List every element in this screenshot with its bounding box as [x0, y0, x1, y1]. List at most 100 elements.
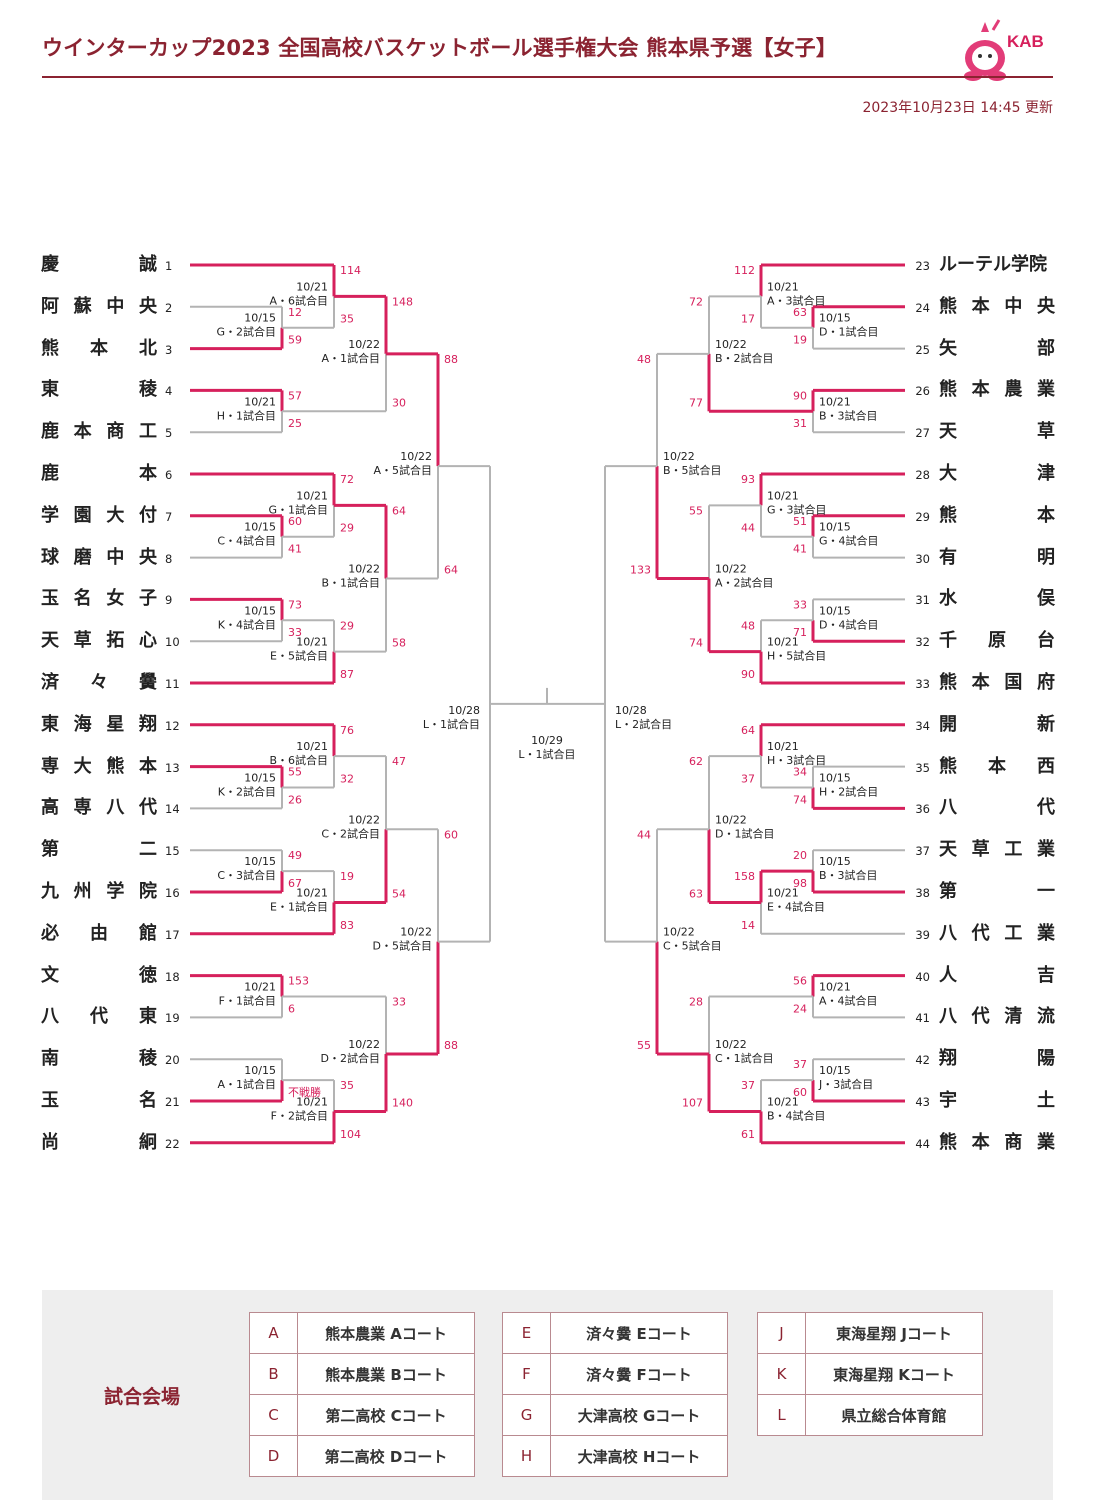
team-name: 熊本国府 — [939, 672, 1055, 693]
team-seed: 4 — [165, 384, 173, 399]
match-date: 10/28 — [448, 704, 480, 717]
score-label: 33 — [392, 996, 406, 1009]
team-seed: 25 — [915, 342, 930, 357]
page-title: ウインターカップ2023 全国高校バスケットボール選手権大会 熊本県予選【女子】 — [42, 36, 838, 60]
team-name: 宇土 — [939, 1090, 1055, 1111]
score-label: 83 — [340, 919, 354, 932]
score-label: 34 — [793, 766, 807, 779]
score-label: 19 — [340, 870, 354, 883]
venue-name: 済々黌 Fコート — [550, 1353, 728, 1395]
match-date: 10/21 — [244, 981, 276, 994]
team-seed: 32 — [915, 635, 930, 650]
venue-label: 試合会場 — [104, 1386, 181, 1408]
team-name: 必由館 — [41, 922, 157, 944]
match-date: 10/28 — [615, 704, 647, 717]
match-date: 10/22 — [715, 813, 747, 826]
team-seed: 23 — [915, 259, 930, 273]
match-game: C・5試合目 — [663, 939, 722, 953]
score-label: 24 — [793, 1002, 807, 1015]
score-label: 98 — [793, 877, 807, 890]
score-label: 90 — [741, 668, 755, 681]
match-game: H・3試合目 — [767, 753, 826, 767]
venue-name: 大津高校 Hコート — [550, 1435, 728, 1477]
match-game: B・1試合目 — [321, 576, 380, 590]
match-game: H・1試合目 — [217, 408, 276, 422]
match-game: A・5試合目 — [373, 463, 432, 477]
score-label: 57 — [288, 389, 302, 402]
match-game: G・4試合目 — [819, 534, 879, 548]
match-date: 10/15 — [819, 772, 851, 785]
match-date: 10/15 — [819, 312, 851, 325]
team-name: 開新 — [939, 713, 1055, 735]
score-label: 48 — [741, 619, 755, 632]
score-label: 72 — [340, 473, 354, 486]
match-date: 10/21 — [767, 280, 799, 293]
score-label: 90 — [793, 389, 807, 402]
match-date: 10/21 — [296, 740, 328, 753]
score-label: 47 — [392, 755, 406, 768]
team-name: 高専八代 — [41, 797, 157, 819]
team-seed: 6 — [165, 468, 173, 482]
team-seed: 19 — [165, 1011, 180, 1026]
score-label: 不戦勝 — [288, 1085, 321, 1099]
match-game: K・4試合目 — [218, 617, 276, 631]
score-label: 44 — [637, 828, 651, 841]
match-date: 10/21 — [767, 489, 799, 502]
score-label: 17 — [741, 313, 755, 326]
score-label: 33 — [793, 598, 807, 611]
team-name: 天草拓心 — [41, 630, 157, 652]
team-name: 阿蘇中央 — [41, 295, 157, 317]
match-date: 10/22 — [715, 563, 747, 576]
match-date: 10/22 — [348, 338, 380, 351]
score-label: 56 — [793, 975, 807, 988]
team-name: 八代 — [939, 797, 1055, 819]
score-label: 133 — [630, 564, 651, 577]
team-seed: 38 — [915, 886, 930, 900]
match-date: 10/22 — [663, 926, 695, 939]
match-game: L・1試合目 — [423, 717, 480, 731]
match-date: 10/15 — [244, 772, 276, 785]
team-seed: 34 — [915, 718, 930, 733]
score-label: 74 — [689, 637, 703, 650]
score-label: 25 — [288, 417, 302, 430]
venue-name: 県立総合体育館 — [805, 1394, 983, 1436]
match-date: 10/21 — [244, 395, 276, 408]
team-name: 第一 — [939, 881, 1055, 902]
match-game: B・4試合目 — [767, 1108, 826, 1122]
match-game: D・1試合目 — [819, 325, 878, 339]
match-date: 10/21 — [767, 636, 799, 649]
score-label: 62 — [689, 755, 703, 768]
venue-code: H — [502, 1435, 551, 1477]
score-label: 87 — [340, 668, 354, 681]
match-date: 10/22 — [715, 1038, 747, 1051]
team-seed: 5 — [165, 426, 173, 441]
team-seed: 43 — [915, 1095, 930, 1109]
team-name: 人吉 — [939, 964, 1055, 986]
match-game: C・4試合目 — [217, 534, 276, 548]
team-name: 有明 — [939, 546, 1055, 568]
score-label: 31 — [793, 417, 807, 430]
score-label: 60 — [444, 828, 458, 841]
team-seed: 13 — [165, 760, 180, 775]
score-label: 33 — [288, 626, 302, 639]
score-label: 112 — [734, 264, 755, 277]
match-game: A・6試合目 — [269, 293, 328, 307]
team-name: 熊本農業 — [939, 379, 1055, 401]
match-date: 10/21 — [296, 1095, 328, 1108]
score-label: 61 — [741, 1128, 755, 1141]
team-seed: 39 — [915, 927, 930, 942]
score-label: 107 — [682, 1096, 703, 1109]
tournament-bracket: 125910/15G・2試合目1143510/21A・6試合目572510/21… — [190, 263, 905, 1145]
venue-code: D — [249, 1435, 298, 1477]
team-seed: 24 — [915, 300, 930, 315]
match-game: G・3試合目 — [767, 502, 827, 516]
team-name: 千原台 — [939, 630, 1055, 652]
score-label: 63 — [689, 887, 703, 900]
score-label: 158 — [734, 870, 755, 883]
match-game: F・2試合目 — [271, 1108, 328, 1122]
team-seed: 22 — [165, 1136, 180, 1151]
score-label: 64 — [444, 564, 458, 577]
